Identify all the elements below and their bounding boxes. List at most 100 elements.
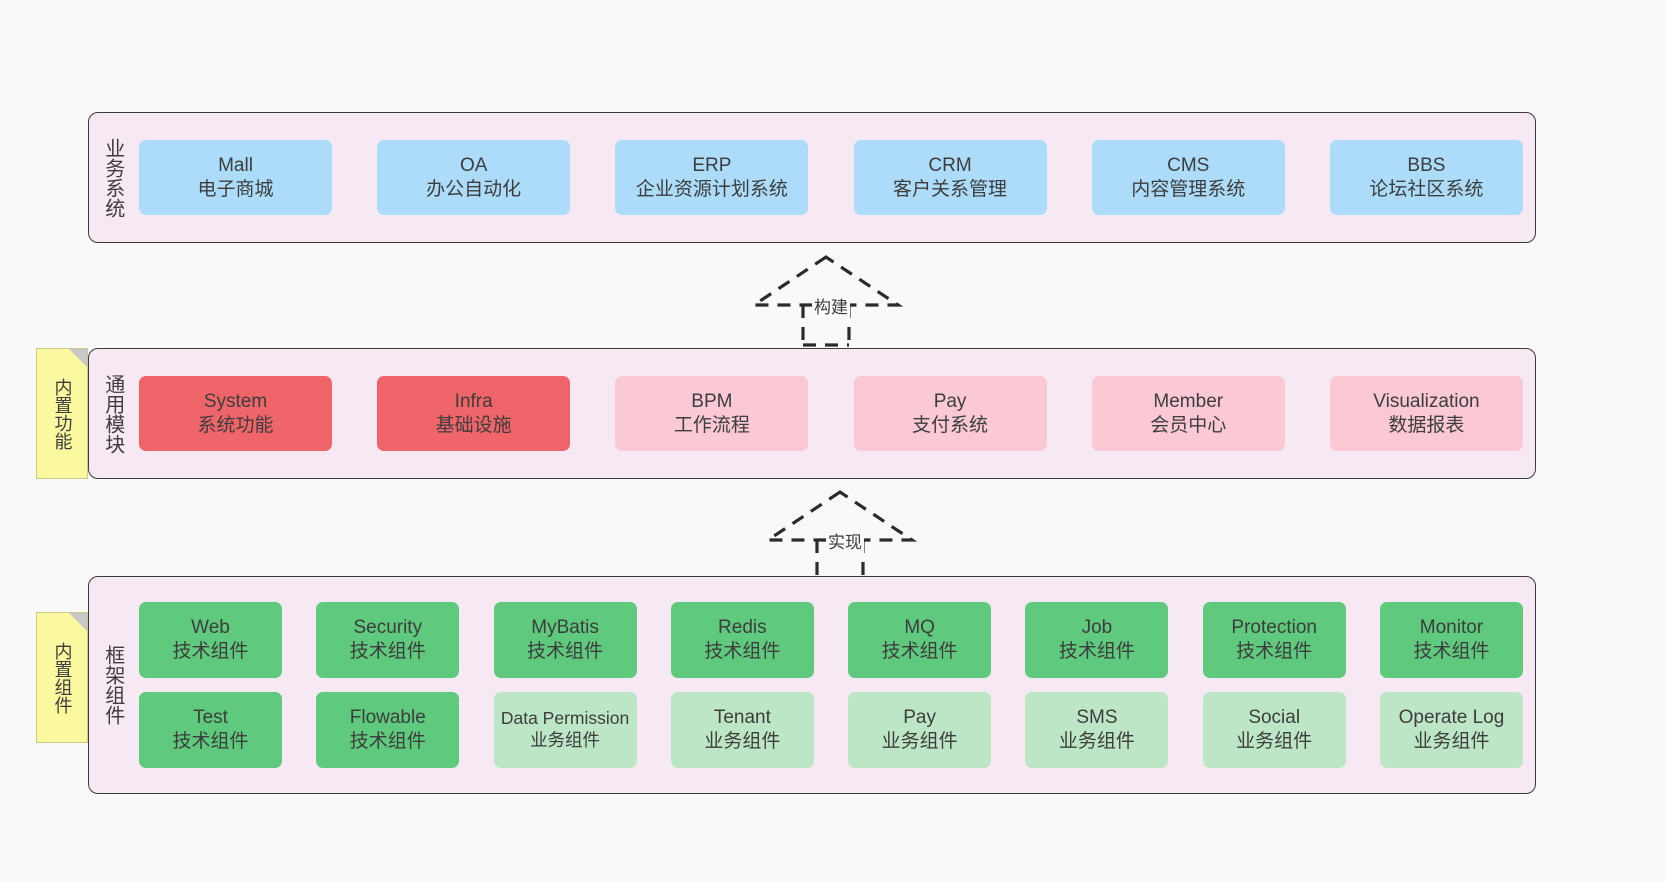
card-bbs[interactable]: BBS 论坛社区系统 (1329, 140, 1523, 215)
card-test[interactable]: Test 技术组件 (139, 692, 282, 768)
card-infra-en: Infra (454, 390, 493, 412)
card-mq-en: MQ (904, 617, 935, 639)
layer-framework-components-title: 框架组件 (101, 645, 124, 725)
card-member-cn: 会员中心 (1150, 414, 1227, 436)
card-cms-cn: 内容管理系统 (1131, 178, 1246, 200)
card-member[interactable]: Member 会员中心 (1091, 376, 1285, 451)
card-flowable-en: Flowable (349, 707, 426, 729)
card-oa-cn: 办公自动化 (426, 178, 522, 200)
card-test-cn: 技术组件 (172, 731, 249, 752)
card-protection-en: Protection (1231, 617, 1317, 639)
build-arrow-label: 构建 (812, 293, 850, 318)
card-web-en: Web (191, 617, 230, 639)
card-mybatis-cn: 技术组件 (527, 641, 604, 662)
card-job-en: Job (1081, 617, 1113, 639)
note-builtin-component[interactable]: 内置组件 (36, 612, 88, 743)
card-data-permission-cn: 业务组件 (530, 730, 601, 750)
card-security-en: Security (353, 617, 423, 639)
card-web[interactable]: Web 技术组件 (139, 602, 282, 678)
note-builtin-component-label: 内置组件 (52, 641, 73, 714)
card-tenant[interactable]: Tenant 业务组件 (670, 692, 814, 768)
implement-arrow-label: 实现 (826, 528, 864, 553)
card-mq-cn: 技术组件 (881, 641, 958, 662)
card-protection[interactable]: Protection 技术组件 (1202, 602, 1346, 678)
card-mybatis[interactable]: MyBatis 技术组件 (493, 602, 637, 678)
card-security[interactable]: Security 技术组件 (316, 602, 460, 678)
card-erp-en: ERP (692, 154, 732, 176)
layer-business-system[interactable]: 业务系统 Mall 电子商城 OA 办公自动化 ERP 企业资源计划系统 CRM… (88, 112, 1536, 243)
card-mall[interactable]: Mall 电子商城 (139, 140, 332, 215)
card-mybatis-en: MyBatis (531, 617, 599, 639)
card-system-cn: 系统功能 (197, 414, 274, 436)
card-erp-cn: 企业资源计划系统 (635, 178, 788, 200)
card-pay-component-en: Pay (903, 707, 936, 729)
card-social[interactable]: Social 业务组件 (1202, 692, 1346, 768)
card-test-en: Test (193, 707, 228, 729)
card-sms-cn: 业务组件 (1058, 731, 1135, 752)
card-pay-module[interactable]: Pay 支付系统 (853, 376, 1047, 451)
card-visualization[interactable]: Visualization 数据报表 (1329, 376, 1523, 451)
card-mall-en: Mall (218, 154, 253, 176)
card-mall-cn: 电子商城 (197, 178, 274, 200)
card-protection-cn: 技术组件 (1236, 641, 1313, 662)
card-bpm-en: BPM (691, 390, 733, 412)
card-visualization-cn: 数据报表 (1388, 414, 1465, 436)
layer-framework-components[interactable]: 框架组件 Web 技术组件 Security 技术组件 MyBatis 技术组件… (88, 576, 1536, 794)
card-pay-module-en: Pay (933, 390, 967, 412)
layer-framework-components-body: Web 技术组件 Security 技术组件 MyBatis 技术组件 Redi… (135, 577, 1535, 793)
card-erp[interactable]: ERP 企业资源计划系统 (615, 140, 809, 215)
card-monitor-cn: 技术组件 (1413, 641, 1490, 662)
card-operate-log-cn: 业务组件 (1413, 731, 1490, 752)
card-sms[interactable]: SMS 业务组件 (1025, 692, 1169, 768)
card-pay-component-cn: 业务组件 (881, 731, 958, 752)
card-social-en: Social (1248, 707, 1301, 729)
card-job[interactable]: Job 技术组件 (1025, 602, 1169, 678)
card-crm[interactable]: CRM 客户关系管理 (853, 140, 1047, 215)
card-cms[interactable]: CMS 内容管理系统 (1091, 140, 1285, 215)
card-bpm[interactable]: BPM 工作流程 (615, 376, 809, 451)
card-pay-module-cn: 支付系统 (912, 414, 989, 436)
card-redis-cn: 技术组件 (704, 641, 781, 662)
layer-business-system-body: Mall 电子商城 OA 办公自动化 ERP 企业资源计划系统 CRM 客户关系… (135, 113, 1535, 242)
card-cms-en: CMS (1167, 154, 1210, 176)
layer-common-modules-body: System 系统功能 Infra 基础设施 BPM 工作流程 Pay 支付系统… (135, 349, 1535, 478)
card-mq[interactable]: MQ 技术组件 (848, 602, 992, 678)
note-builtin-function[interactable]: 内置功能 (36, 348, 88, 479)
card-bbs-cn: 论坛社区系统 (1369, 178, 1484, 200)
card-member-en: Member (1153, 390, 1224, 412)
card-redis-en: Redis (718, 617, 767, 639)
card-tenant-cn: 业务组件 (704, 731, 781, 752)
layer-common-modules[interactable]: 通用模块 System 系统功能 Infra 基础设施 BPM 工作流程 Pay… (88, 348, 1536, 479)
card-infra[interactable]: Infra 基础设施 (377, 376, 571, 451)
card-oa-en: OA (459, 154, 488, 176)
card-flowable[interactable]: Flowable 技术组件 (316, 692, 460, 768)
card-tenant-en: Tenant (713, 707, 771, 729)
card-visualization-en: Visualization (1373, 390, 1480, 412)
card-oa[interactable]: OA 办公自动化 (377, 140, 571, 215)
card-job-cn: 技术组件 (1058, 641, 1135, 662)
card-bbs-en: BBS (1407, 154, 1446, 176)
note-builtin-function-label: 内置功能 (52, 377, 73, 450)
card-pay-component[interactable]: Pay 业务组件 (848, 692, 992, 768)
framework-row-tech: Web 技术组件 Security 技术组件 MyBatis 技术组件 Redi… (139, 602, 1523, 678)
card-operate-log[interactable]: Operate Log 业务组件 (1379, 692, 1523, 768)
card-sms-en: SMS (1076, 707, 1118, 729)
card-system[interactable]: System 系统功能 (139, 376, 332, 451)
card-data-permission-en: Data Permission (500, 708, 630, 729)
card-social-cn: 业务组件 (1236, 731, 1313, 752)
card-system-en: System (203, 390, 268, 412)
card-crm-en: CRM (928, 154, 972, 176)
card-operate-log-en: Operate Log (1398, 707, 1505, 729)
card-security-cn: 技术组件 (349, 641, 426, 662)
card-monitor[interactable]: Monitor 技术组件 (1379, 602, 1523, 678)
note-fold-icon (69, 349, 87, 367)
card-crm-cn: 客户关系管理 (893, 178, 1008, 200)
card-bpm-cn: 工作流程 (673, 414, 750, 436)
card-flowable-cn: 技术组件 (349, 731, 426, 752)
card-data-permission[interactable]: Data Permission 业务组件 (493, 692, 637, 768)
layer-business-system-title: 业务系统 (101, 137, 124, 218)
card-redis[interactable]: Redis 技术组件 (670, 602, 814, 678)
layer-common-modules-title: 通用模块 (101, 373, 124, 454)
framework-row-business: Test 技术组件 Flowable 技术组件 Data Permission … (139, 692, 1523, 768)
